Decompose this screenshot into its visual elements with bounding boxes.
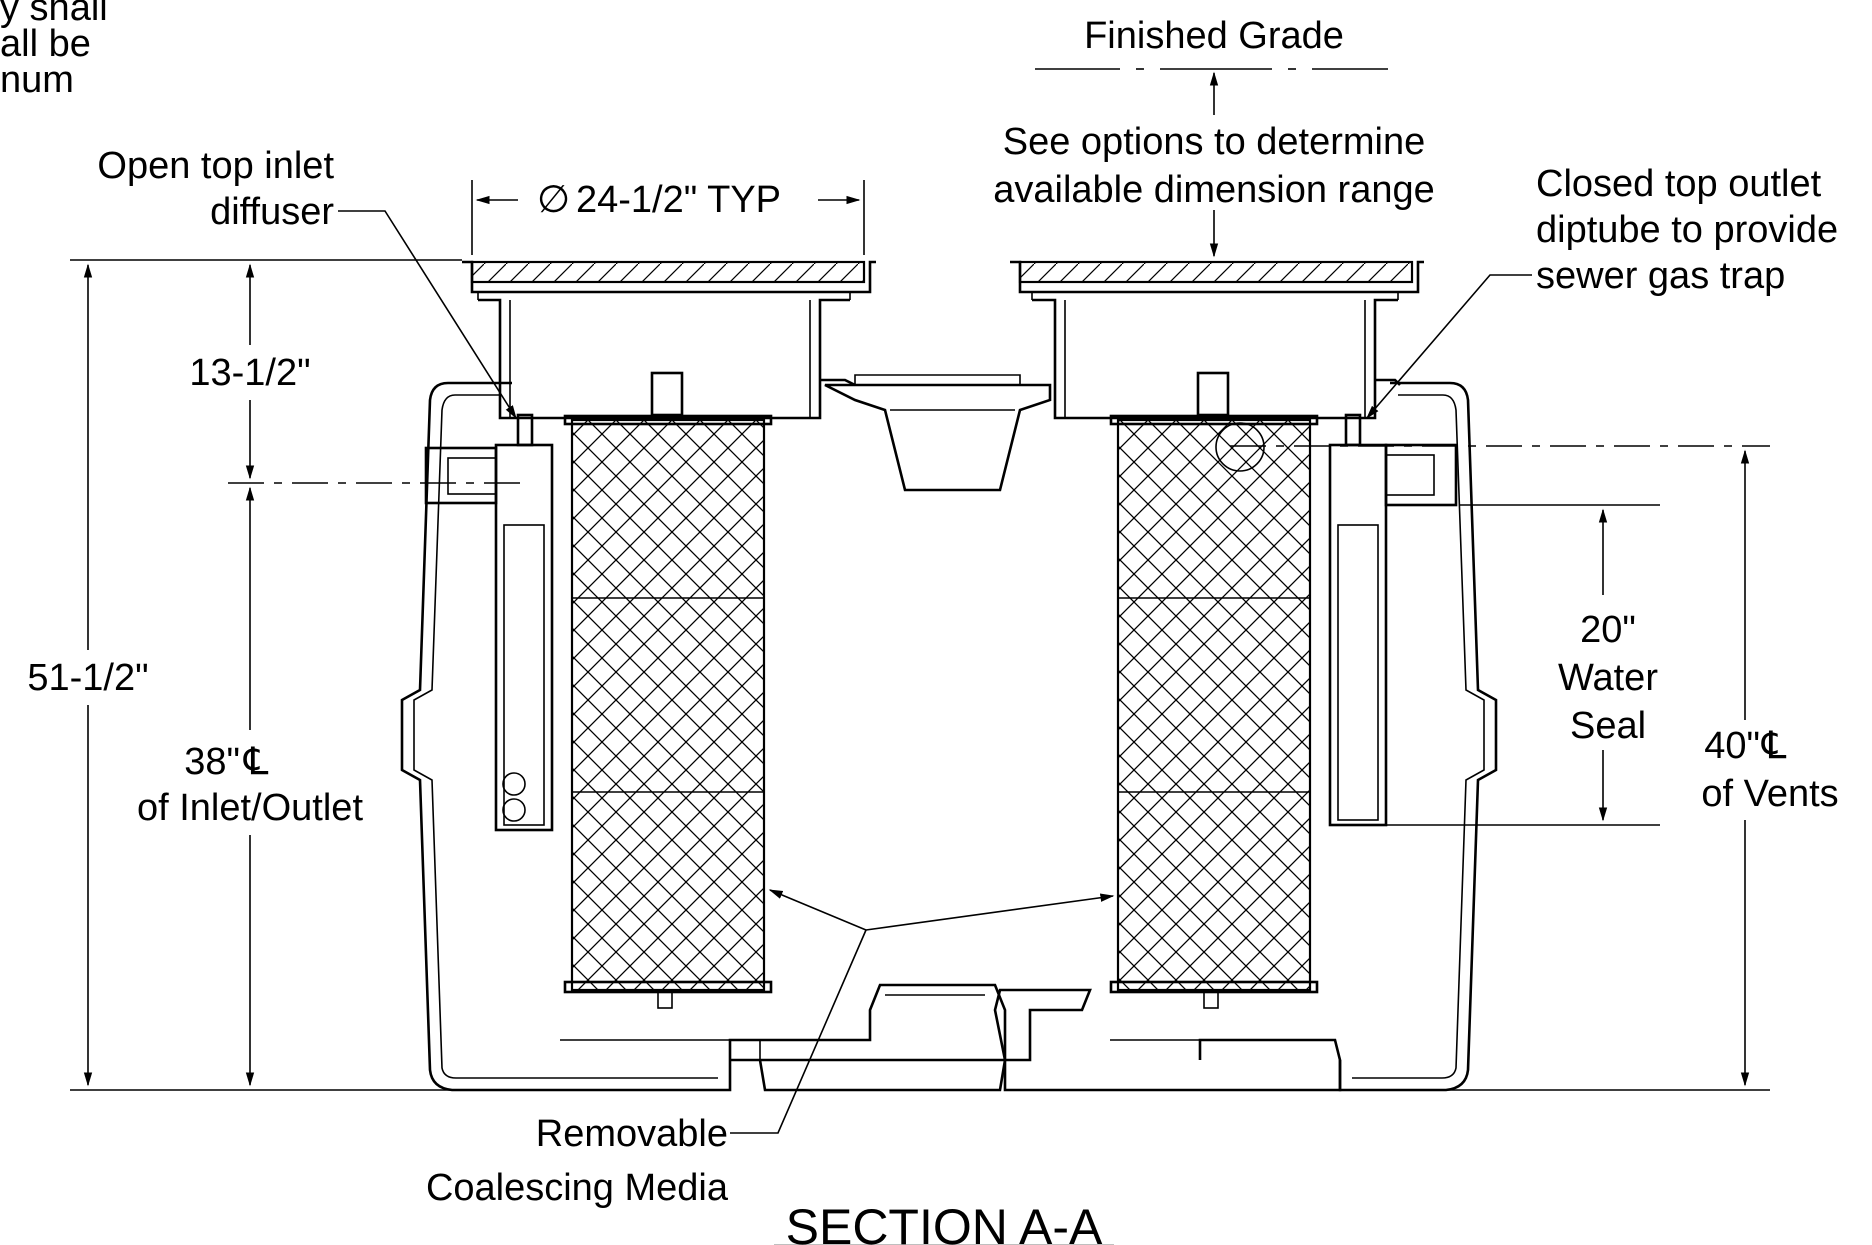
diameter-icon: ∅ <box>537 179 570 221</box>
finished-grade-label: Finished Grade <box>1084 15 1344 57</box>
tank-body <box>400 374 1498 1092</box>
note-line-1: y shall <box>0 0 108 29</box>
media-right <box>1109 371 1319 1009</box>
centerline-icon-inlet: ℄ <box>243 741 269 783</box>
outlet-diptube-line-3: sewer gas trap <box>1536 255 1785 297</box>
inlet-diffuser <box>424 413 554 832</box>
outlet-riser <box>1010 260 1424 420</box>
note-line-3: num <box>0 59 74 101</box>
vents-cl-label: of Vents <box>1701 773 1838 815</box>
leader-lines <box>338 210 1532 1134</box>
inlet-diffuser-line-1: Open top inlet <box>97 145 334 187</box>
outlet-diptube <box>1328 413 1458 827</box>
dim-total-label: 51-1/2" <box>27 657 148 699</box>
centerline-icon-vents: ℄ <box>1761 725 1787 767</box>
water-seal-line-1: 20" <box>1580 609 1636 651</box>
inlet-outlet-dim-label: 38" <box>184 741 240 783</box>
dimension-lines <box>70 68 1770 1091</box>
options-note-line-2: available dimension range <box>993 169 1435 211</box>
inlet-diffuser-line-2: diffuser <box>210 191 334 233</box>
outlet-diptube-line-2: diptube to provide <box>1536 209 1838 251</box>
water-seal-line-3: Seal <box>1570 705 1646 747</box>
note-line-2: all be <box>0 23 91 65</box>
vents-dim-label: 40" <box>1704 725 1760 767</box>
section-title: SECTION A-A <box>786 1199 1103 1245</box>
diameter-label: 24-1/2" TYP <box>576 179 781 221</box>
water-seal-line-2: Water <box>1558 657 1658 699</box>
dim-top-label: 13-1/2" <box>189 352 310 394</box>
options-note-line-1: See options to determine <box>1003 121 1426 163</box>
media-label-line-2: Coalescing Media <box>426 1167 729 1209</box>
media-left <box>563 371 773 1009</box>
media-label-line-1: Removable <box>536 1113 728 1155</box>
inlet-outlet-cl-label: of Inlet/Outlet <box>137 787 363 829</box>
inlet-riser <box>462 260 876 420</box>
outlet-diptube-line-1: Closed top outlet <box>1536 163 1822 205</box>
